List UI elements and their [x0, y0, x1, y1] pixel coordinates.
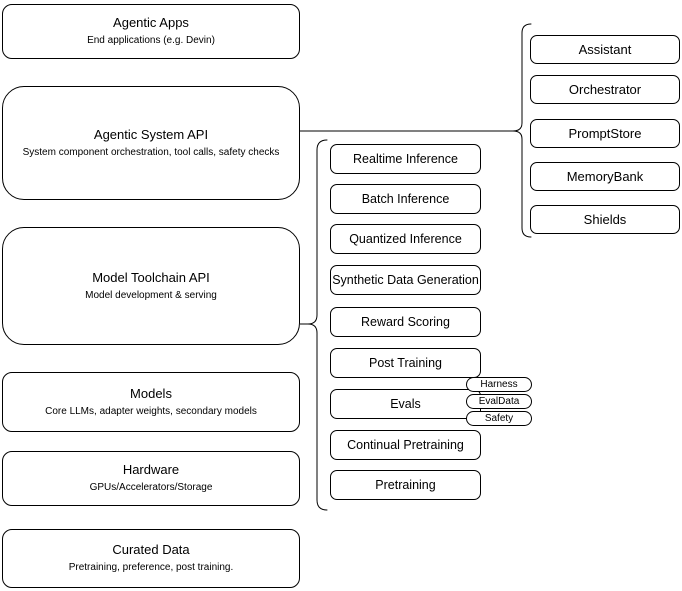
node-agentic-system-api: Agentic System API System component orch… — [2, 86, 300, 200]
node-agentic-system-api-title: Agentic System API — [93, 126, 209, 142]
node-model-toolchain-api-title: Model Toolchain API — [92, 269, 210, 285]
node-realtime-inference: Realtime Inference — [330, 144, 481, 174]
node-curated-data-subtitle: Pretraining, preference, post training. — [68, 562, 234, 574]
tag-evaldata: EvalData — [466, 394, 532, 409]
node-agentic-apps: Agentic Apps End applications (e.g. Devi… — [2, 4, 300, 59]
node-models-subtitle: Core LLMs, adapter weights, secondary mo… — [45, 405, 257, 417]
brace-toolchain-group — [307, 139, 328, 511]
node-synthetic-data-generation: Synthetic Data Generation — [330, 265, 481, 295]
node-continual-pretraining: Continual Pretraining — [330, 430, 481, 460]
node-batch-inference: Batch Inference — [330, 184, 481, 214]
node-model-toolchain-api: Model Toolchain API Model development & … — [2, 227, 300, 345]
node-hardware-subtitle: GPUs/Accelerators/Storage — [89, 482, 213, 494]
node-curated-data-title: Curated Data — [112, 542, 190, 558]
node-orchestrator: Orchestrator — [530, 75, 680, 104]
node-hardware-title: Hardware — [122, 462, 180, 478]
node-curated-data: Curated Data Pretraining, preference, po… — [2, 529, 300, 588]
node-assistant: Assistant — [530, 35, 680, 64]
node-model-toolchain-api-subtitle: Model development & serving — [85, 289, 217, 301]
node-models: Models Core LLMs, adapter weights, secon… — [2, 372, 300, 432]
node-agentic-apps-subtitle: End applications (e.g. Devin) — [87, 35, 215, 47]
node-post-training: Post Training — [330, 348, 481, 378]
node-reward-scoring: Reward Scoring — [330, 307, 481, 337]
node-models-title: Models — [130, 385, 172, 401]
brace-system-group — [512, 23, 532, 238]
node-evals: Evals — [330, 389, 481, 419]
node-pretraining: Pretraining — [330, 470, 481, 500]
tag-safety: Safety — [466, 411, 532, 426]
node-promptstore: PromptStore — [530, 119, 680, 148]
tag-harness: Harness — [466, 377, 532, 392]
node-quantized-inference: Quantized Inference — [330, 224, 481, 254]
node-agentic-apps-title: Agentic Apps — [113, 15, 189, 31]
node-memorybank: MemoryBank — [530, 162, 680, 191]
node-shields: Shields — [530, 205, 680, 234]
node-agentic-system-api-subtitle: System component orchestration, tool cal… — [22, 146, 280, 158]
node-hardware: Hardware GPUs/Accelerators/Storage — [2, 451, 300, 506]
